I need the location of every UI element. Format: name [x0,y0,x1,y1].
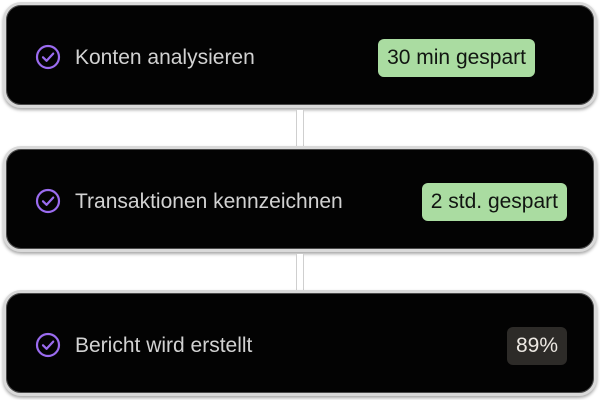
time-saved-badge: 2 std. gespart [421,183,567,221]
step-connector [296,110,304,146]
step-label: Konten analysieren [75,46,255,69]
check-circle-icon [35,44,61,70]
step-label: Bericht wird erstellt [75,334,253,357]
step-label: Transaktionen kennzeichnen [75,190,343,213]
step-card-generate-report: Bericht wird erstellt 89% [3,290,597,396]
check-circle-icon [35,332,61,358]
step-card-analyze-accounts: Konten analysieren 30 min gespart [3,2,597,108]
step-card-flag-transactions: Transaktionen kennzeichnen 2 std. gespar… [3,146,597,252]
step-connector [296,254,304,290]
time-saved-badge: 30 min gespart [378,39,535,77]
check-circle-icon [35,188,61,214]
progress-badge: 89% [506,327,567,365]
